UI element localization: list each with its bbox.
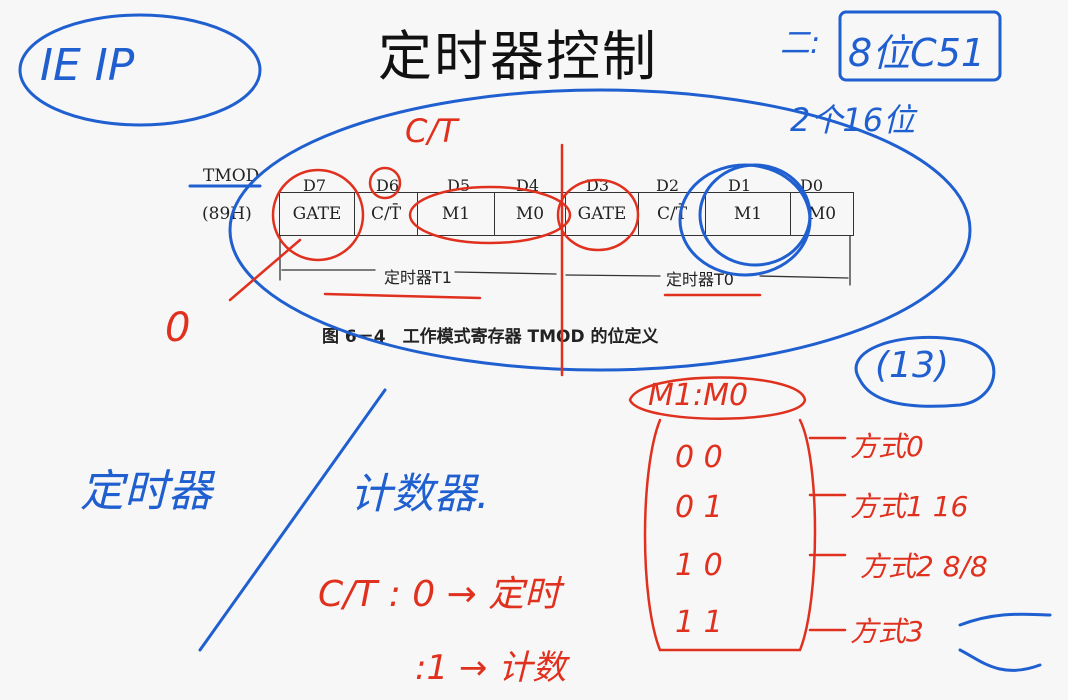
- register-address: (89H): [202, 204, 252, 224]
- bit-d2: D2: [656, 176, 680, 195]
- figure-caption: 图 6－4 工作模式寄存器 TMOD 的位定义: [322, 327, 659, 347]
- mode-3-bits: 1 1: [675, 605, 723, 640]
- span-arrows: [279, 235, 851, 286]
- field-gate-t0: GATE: [565, 192, 639, 236]
- slide-title: 定时器控制: [378, 25, 658, 88]
- field-m0-t0: M0: [790, 192, 854, 236]
- mode-2-bits: 1 0: [675, 548, 723, 583]
- tmod-register-table: GATE C/T̄ M1 M0 GATE C/T̄ M1 M0: [279, 192, 854, 236]
- mode-2-label: 方式2 8/8: [860, 550, 988, 583]
- mode-0-bits: 0 0: [675, 440, 723, 475]
- note-top-right-c: 2个16位: [790, 101, 916, 139]
- bit-d0: D0: [800, 176, 824, 195]
- group-t1-label: 定时器T1: [380, 264, 456, 288]
- bit-d1: D1: [728, 176, 752, 195]
- mode-0-label: 方式0: [850, 430, 924, 463]
- mode-1-label: 方式1 16: [850, 490, 969, 523]
- note-m1m0: M1:M0: [648, 378, 749, 413]
- ie-ip-circle: [18, 13, 262, 127]
- field-m1-t0: M1: [705, 192, 791, 236]
- register-name: TMOD: [203, 166, 260, 186]
- note-ie-ip: IE IP: [40, 40, 135, 91]
- bit-d6: D6: [376, 176, 400, 195]
- bit-d7: D7: [303, 176, 327, 195]
- note-ct-zero: C/T : 0 → 定时: [318, 574, 561, 615]
- note-ct: C/T: [405, 112, 458, 150]
- note-count: (13): [875, 345, 949, 386]
- note-counter: 计数器.: [350, 469, 490, 518]
- note-top-right-a: 二:: [780, 26, 821, 61]
- note-zero: 0: [165, 305, 191, 351]
- group-t0-label: 定时器T0: [662, 266, 738, 290]
- note-timer: 定时器: [80, 466, 212, 517]
- mode-1-bits: 0 1: [675, 490, 723, 525]
- field-m1-t1: M1: [417, 192, 495, 236]
- mode-3-label: 方式3: [850, 615, 924, 648]
- note-ct-one: :1 → 计数: [415, 648, 567, 688]
- field-gate-t1: GATE: [279, 192, 355, 236]
- note-top-right-b: 8位C51: [848, 31, 986, 75]
- register-circle: [228, 88, 972, 372]
